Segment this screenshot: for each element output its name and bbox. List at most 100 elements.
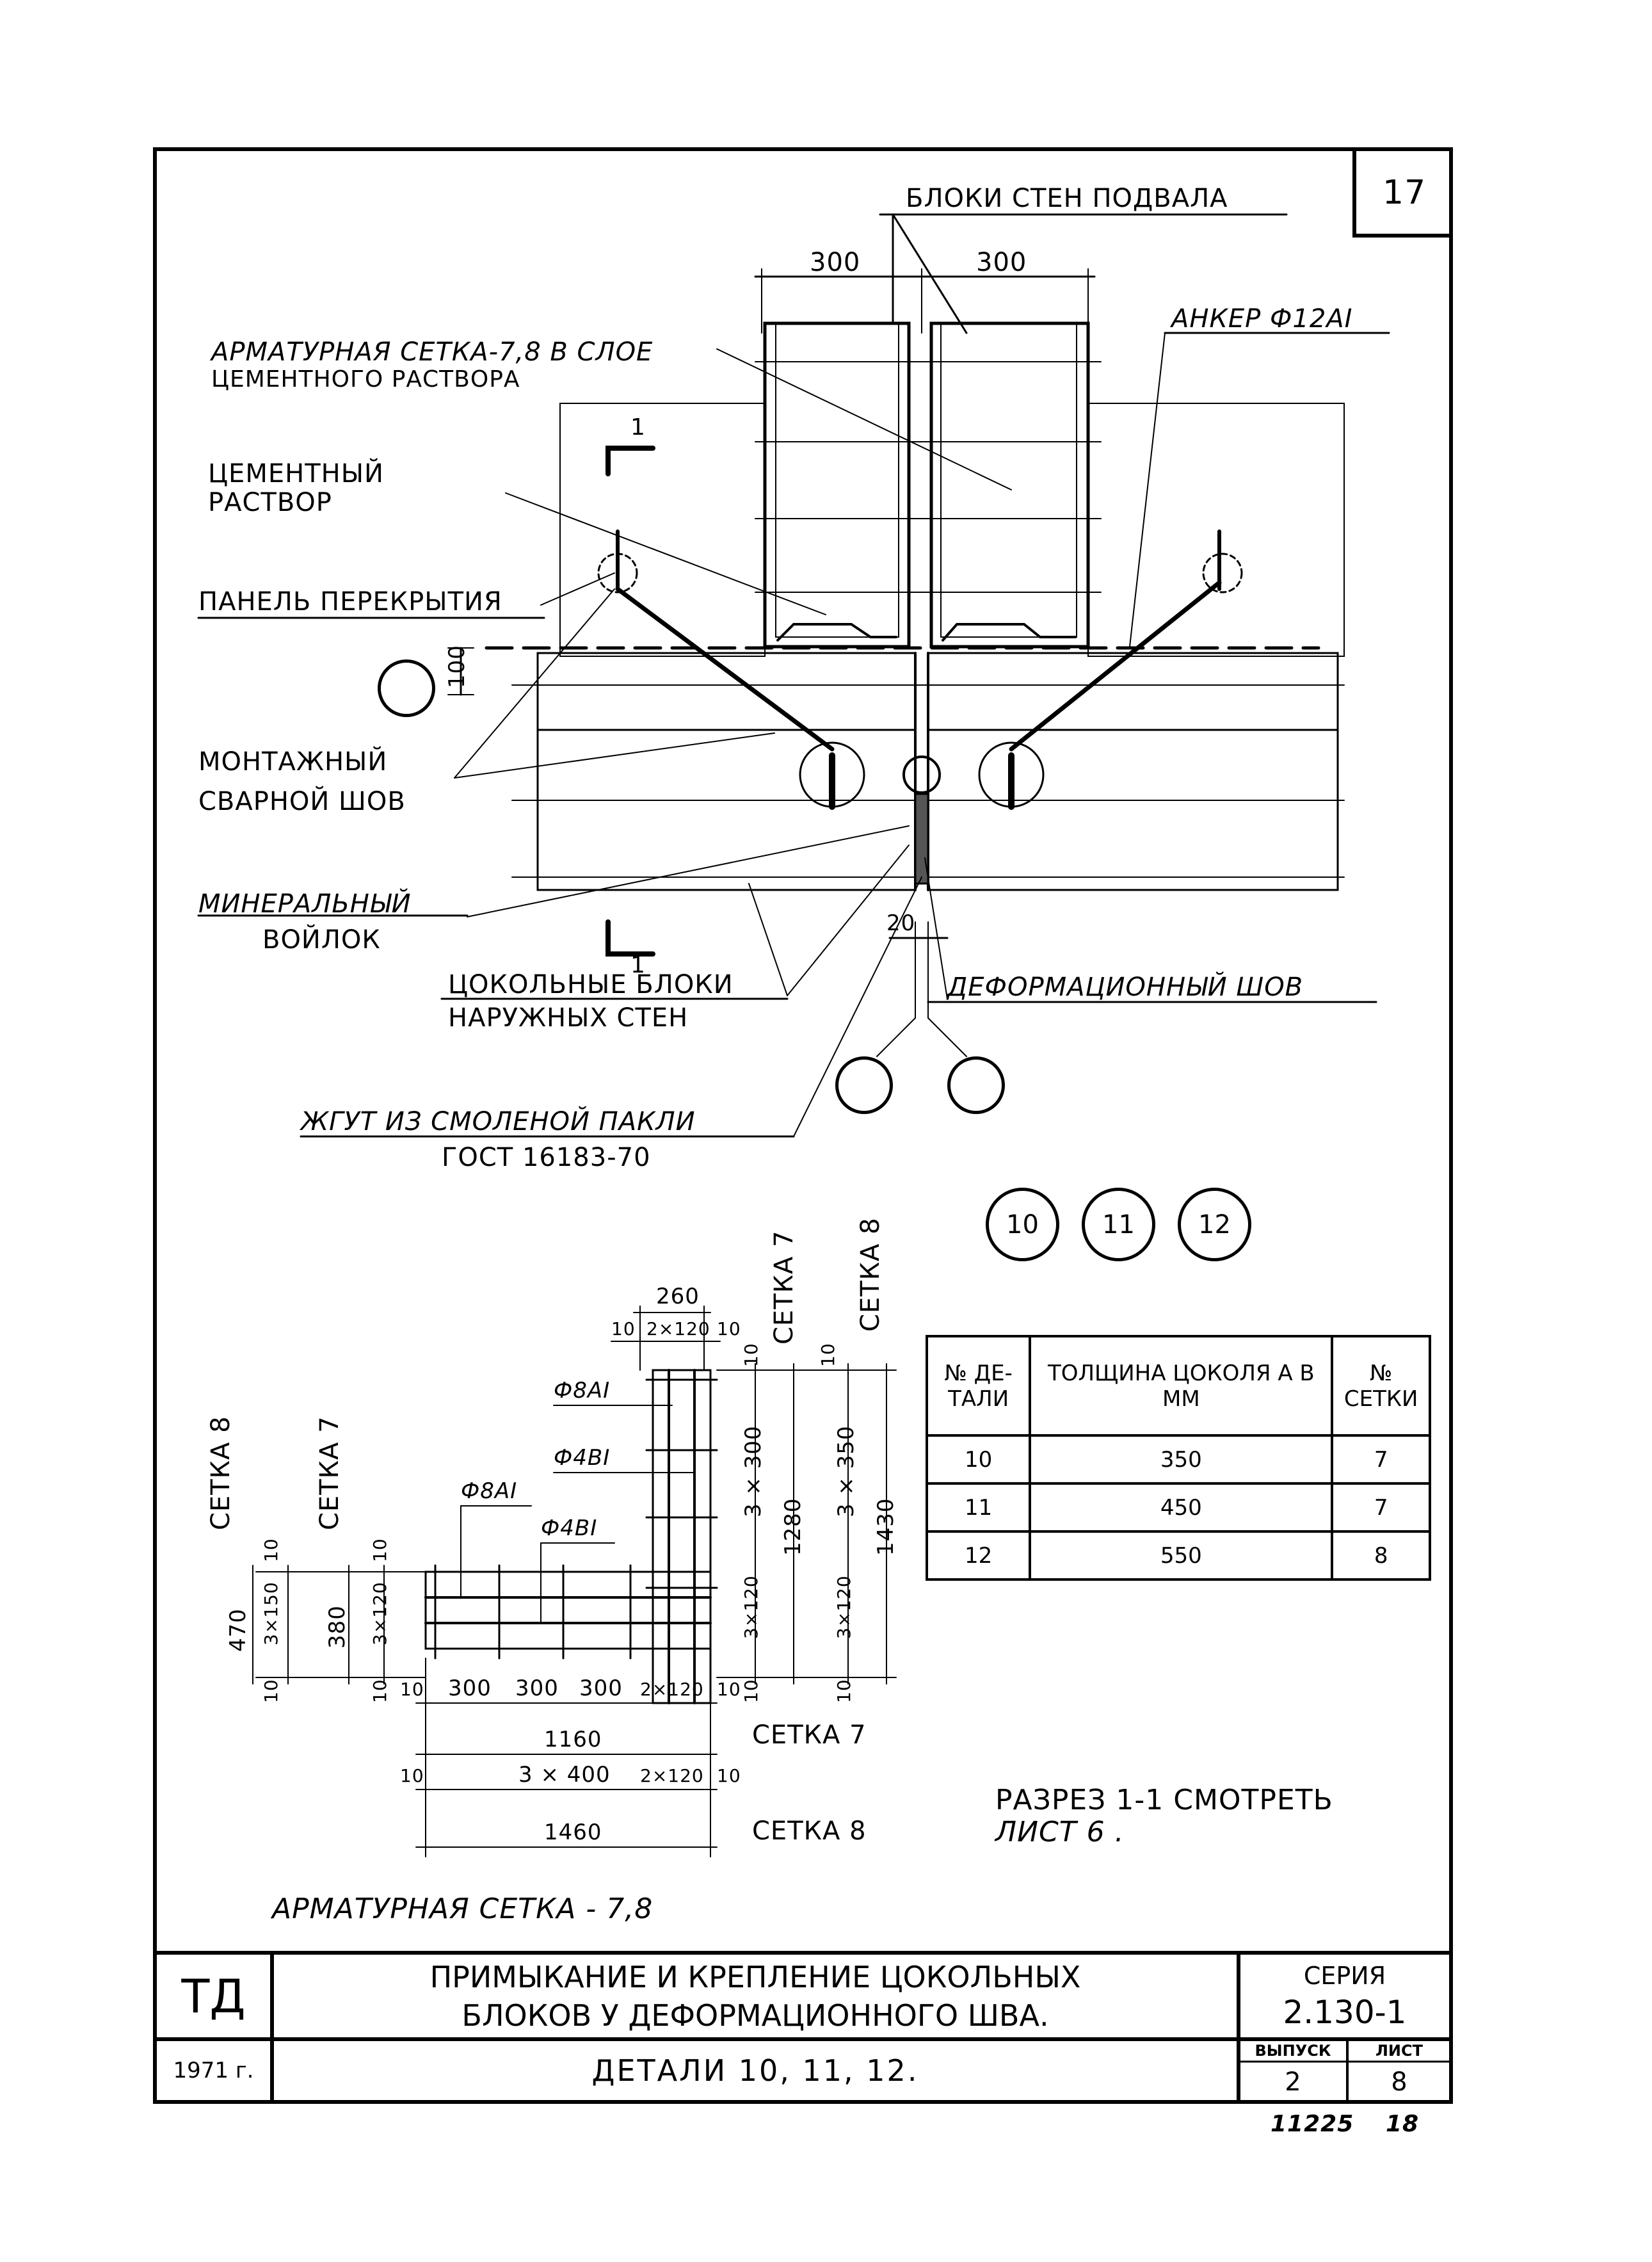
- dim-right8-a: 10: [817, 1343, 838, 1367]
- reference-circle: [947, 1056, 1005, 1114]
- label-tow-line2: ГОСТ 16183-70: [442, 1143, 651, 1172]
- dim-left7-a: 10: [369, 1538, 390, 1562]
- title-line-1: ПРИМЫКАНИЕ И КРЕПЛЕНИЕ ЦОКОЛЬНЫХ: [429, 1959, 1081, 1994]
- table-cell: 550: [1029, 1530, 1334, 1581]
- dim-right8-b: 3 × 350: [833, 1425, 859, 1517]
- title-block-subtitle: ДЕТАЛИ 10, 11, 12.: [591, 2053, 919, 2088]
- table-cell: 12: [925, 1530, 1032, 1581]
- title-block-code: ТД: [181, 1969, 246, 2023]
- table-cell: 11: [925, 1482, 1032, 1533]
- dim-bottom7-e: 2×120: [640, 1679, 704, 1700]
- mesh-drawing-title: АРМАТУРНАЯ СЕТКА - 7,8: [272, 1893, 654, 1925]
- label-tow-line1: ЖГУТ ИЗ СМОЛЕНОЙ ПАКЛИ: [301, 1107, 696, 1136]
- reference-circle: [835, 1056, 893, 1114]
- label-weld-line2: СВАРНОЙ ШОВ: [198, 787, 406, 816]
- dim-bottom7-total: 1160: [544, 1727, 602, 1752]
- label-plinth-line2: НАРУЖНЫХ СТЕН: [448, 1003, 689, 1033]
- dim-right7-b: 3 × 300: [741, 1425, 766, 1517]
- label-setka8-bottom: СЕТКА 8: [752, 1816, 867, 1846]
- spec-table: № ДЕ- ТАЛИ ТОЛЩИНА ЦОКОЛЯ А В ММ № СЕТКИ…: [925, 1335, 1431, 1581]
- section-mark-top: 1: [630, 414, 646, 440]
- series-label: СЕРИЯ: [1303, 1961, 1386, 1990]
- detail-mark-10: 10: [986, 1188, 1059, 1261]
- dim-left8-total: 470: [225, 1608, 251, 1652]
- stamp-number: 11225: [1271, 2111, 1354, 2137]
- dim-bottom7-c: 300: [515, 1676, 559, 1701]
- reference-circle: [378, 659, 435, 717]
- dim-right7-d: 10: [741, 1679, 762, 1703]
- table-cell: 8: [1331, 1530, 1431, 1581]
- label-mesh-line2: ЦЕМЕНТНОГО РАСТВОРА: [211, 366, 520, 392]
- label-plinth-line1: ЦОКОЛЬНЫЕ БЛОКИ: [448, 970, 734, 999]
- issue-label: ВЫПУСК: [1255, 2041, 1331, 2060]
- label-setka7-bottom: СЕТКА 7: [752, 1720, 867, 1750]
- label-basement-blocks: БЛОКИ СТЕН ПОДВАЛА: [906, 184, 1228, 213]
- detail-mark-11: 11: [1082, 1188, 1155, 1261]
- dim-top-total: 260: [656, 1284, 700, 1309]
- title-line-2: БЛОКОВ У ДЕФОРМАЦИОННОГО ШВА.: [461, 1998, 1049, 2033]
- dim-bottom7-a: 10: [400, 1679, 424, 1700]
- dim-bottom7-b: 300: [448, 1676, 492, 1701]
- header-mesh-no: № СЕТКИ: [1331, 1335, 1431, 1437]
- table-cell: 350: [1029, 1434, 1334, 1485]
- table-cell: 10: [925, 1434, 1032, 1485]
- dim-block-right: 300: [976, 248, 1027, 277]
- dim-right7-total: 1280: [780, 1498, 806, 1556]
- title-block-title: ПРИМЫКАНИЕ И КРЕПЛЕНИЕ ЦОКОЛЬНЫХ БЛОКОВ …: [272, 1953, 1239, 2039]
- sheet-value: 8: [1391, 2067, 1407, 2097]
- bar-label-3: Ф8АI: [461, 1478, 518, 1504]
- label-weld-line1: МОНТАЖНЫЙ: [198, 747, 388, 777]
- detail-mark-12: 12: [1178, 1188, 1251, 1261]
- sheet-number: 17: [1383, 174, 1427, 212]
- issue-value: 2: [1285, 2067, 1301, 2097]
- dim-bottom8-total: 1460: [544, 1820, 602, 1845]
- title-block-series: СЕРИЯ 2.130-1: [1239, 1953, 1451, 2039]
- title-block-year: 1971 г.: [173, 2058, 254, 2083]
- header-thickness: ТОЛЩИНА ЦОКОЛЯ А В ММ: [1029, 1335, 1334, 1437]
- dim-left7-c: 10: [369, 1679, 390, 1703]
- dim-gap: 20: [886, 910, 916, 936]
- series-value: 2.130-1: [1283, 1993, 1407, 2031]
- note-section-line1: РАЗРЕЗ 1-1 СМОТРЕТЬ: [995, 1784, 1333, 1816]
- stamp-page: 18: [1386, 2111, 1420, 2137]
- dim-left7-total: 380: [325, 1605, 350, 1649]
- label-setka8-top: СЕТКА 8: [856, 1217, 885, 1332]
- label-mesh-line1: АРМАТУРНАЯ СЕТКА-7,8 В СЛОЕ: [211, 337, 654, 367]
- dim-bottom8-c: 2×120: [640, 1765, 704, 1786]
- label-setka8-left: СЕТКА 8: [206, 1416, 236, 1530]
- dim-bottom8-a: 10: [400, 1765, 424, 1786]
- dim-right8-total: 1430: [873, 1498, 899, 1556]
- dim-bottom7-f: 10: [717, 1679, 741, 1700]
- dim-top-a: 10: [611, 1318, 636, 1339]
- label-floor-panel: ПАНЕЛЬ ПЕРЕКРЫТИЯ: [198, 587, 502, 617]
- label-mineral-felt-line2: ВОЙЛОК: [262, 925, 381, 955]
- label-cement-line2: РАСТВОР: [208, 488, 332, 517]
- dim-bottom8-d: 10: [717, 1765, 741, 1786]
- label-expansion-joint: ДЕФОРМАЦИОННЫЙ ШОВ: [947, 973, 1304, 1002]
- dim-offset: 100: [444, 645, 470, 688]
- dim-left8-c: 10: [261, 1679, 282, 1703]
- dim-bottom8-b: 3 × 400: [518, 1762, 611, 1788]
- dim-right8-d: 10: [833, 1679, 854, 1703]
- dim-right7-a: 10: [741, 1343, 762, 1367]
- dim-block-left: 300: [810, 248, 861, 277]
- dim-left8-a: 10: [261, 1538, 282, 1562]
- label-cement-line1: ЦЕМЕНТНЫЙ: [208, 459, 384, 489]
- table-cell: 7: [1331, 1482, 1431, 1533]
- label-setka7-left: СЕТКА 7: [315, 1416, 344, 1530]
- section-mark-bottom: 1: [630, 952, 646, 978]
- bar-label-1: Ф8АI: [554, 1378, 611, 1403]
- label-mineral-felt-line1: МИНЕРАЛЬНЫЙ: [198, 889, 412, 919]
- dim-bottom7-d: 300: [579, 1676, 623, 1701]
- label-anchor: АНКЕР Ф12АI: [1171, 304, 1353, 334]
- table-cell: 7: [1331, 1434, 1431, 1485]
- header-detail-no: № ДЕ- ТАЛИ: [925, 1335, 1032, 1437]
- dim-right7-c: 3×120: [741, 1575, 762, 1639]
- bar-label-4: Ф4ВI: [541, 1515, 598, 1541]
- dim-right8-c: 3×120: [833, 1575, 854, 1639]
- sheet-label: ЛИСТ: [1375, 2041, 1423, 2060]
- dim-left8-b: 3×150: [261, 1581, 282, 1645]
- dim-top-c: 10: [717, 1318, 741, 1339]
- note-section-line2: ЛИСТ 6 .: [995, 1816, 1125, 1848]
